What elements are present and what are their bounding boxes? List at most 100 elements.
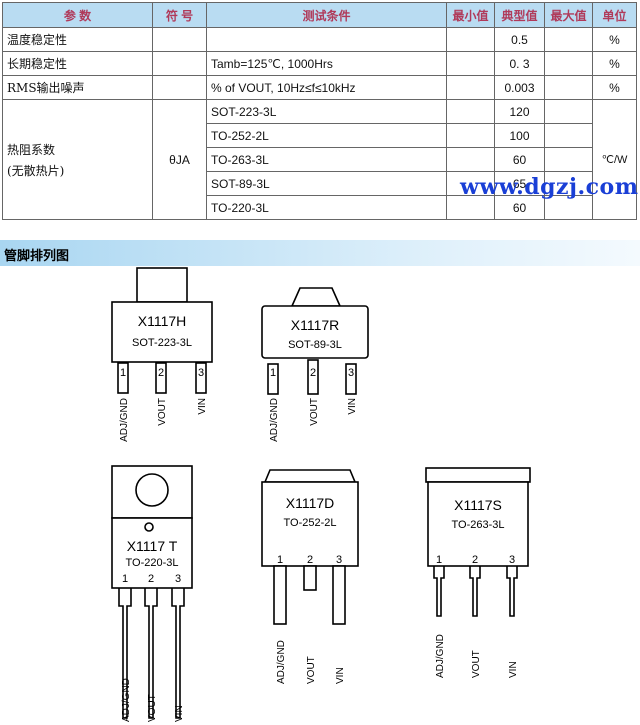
sot223-pin1-number: 1 (120, 367, 126, 379)
pin-diagram: X1117H SOT-223-3L 1 2 3 ADJ/GND VOUT VIN… (111, 267, 531, 722)
table-row-thermal: 热阻系数 (无散热片) θJA SOT-223-3L 120 ℃/W (2, 99, 637, 220)
cell-thermal-param: 热阻系数 (无散热片) (2, 99, 153, 220)
sot89-body (261, 305, 369, 359)
header-condition: 测试条件 (206, 2, 447, 28)
sot89-package (261, 287, 369, 395)
table-row-thermal: TO-263-3L 60 (3, 147, 637, 172)
to220-pin1 (118, 588, 132, 719)
cell-condition: TO-263-3L (206, 147, 447, 172)
sot89-pin1 (267, 363, 279, 395)
to263-tab (425, 467, 531, 483)
to263-pin3-number: 3 (509, 554, 515, 566)
table-row-thermal: SOT-89-3L 65 (3, 171, 637, 196)
table-row-thermal: TO-220-3L 60 (3, 195, 637, 220)
to252-tab (263, 469, 357, 483)
cell-typ: 60 (494, 195, 545, 220)
sot223-pin3 (195, 362, 207, 394)
table-row-thermal: TO-252-2L 100 (3, 123, 637, 148)
cell-unit: % (592, 51, 637, 76)
header-typ: 典型值 (494, 2, 545, 28)
sot223-pin2-number: 2 (158, 367, 164, 379)
sot223-tab (136, 267, 188, 303)
cell-max (544, 51, 593, 76)
to220-pin2-label: VOUT (147, 694, 158, 722)
sot89-tab (290, 287, 342, 307)
sot223-pin2 (155, 362, 167, 394)
cell-param: 长期稳定性 (2, 51, 153, 76)
cell-thermal-unit: ℃/W (592, 99, 637, 220)
to252-pin3 (332, 565, 346, 625)
to220-part-label: X1117 T (127, 538, 178, 554)
to220-pin2-number: 2 (148, 573, 154, 585)
to252-pin1-label: ADJ/GND (276, 640, 287, 684)
cell-max (544, 147, 593, 172)
to263-pin2 (469, 566, 481, 617)
to263-pin1-label: ADJ/GND (435, 634, 446, 678)
cell-typ: 120 (494, 99, 545, 124)
sot223-body (111, 301, 213, 363)
cell-max (544, 99, 593, 124)
cell-min (446, 171, 495, 196)
to252-pin3-label: VIN (335, 667, 346, 684)
to220-package-label: TO-220-3L (126, 557, 179, 569)
to263-pin1 (433, 566, 445, 617)
sot89-part-label: X1117R (291, 317, 340, 333)
to263-body (427, 481, 529, 567)
to263-pin2-label: VOUT (471, 650, 482, 678)
to220-tab (111, 465, 193, 519)
cell-unit: % (592, 27, 637, 52)
to252-package (261, 469, 359, 625)
cell-condition: TO-220-3L (206, 195, 447, 220)
sot223-package (111, 267, 213, 394)
cell-typ: 0.5 (494, 27, 545, 52)
cell-typ: 0. 3 (494, 51, 545, 76)
cell-condition: % of VOUT, 10Hz≤f≤10kHz (206, 75, 447, 100)
cell-param: RMS输出噪声 (2, 75, 153, 100)
cell-max (544, 75, 593, 100)
watermark: www.dgzj.com (460, 174, 639, 200)
sot89-pin2-number: 2 (310, 367, 316, 379)
to252-body (261, 481, 359, 567)
sot89-pin3 (345, 363, 357, 395)
sot89-pin1-number: 1 (270, 367, 276, 379)
cell-typ: 0.003 (494, 75, 545, 100)
to263-package (425, 467, 531, 617)
header-max: 最大值 (544, 2, 593, 28)
to220-pin3 (171, 588, 185, 719)
cell-condition: SOT-89-3L (206, 171, 447, 196)
cell-typ: 60 (494, 147, 545, 172)
to220-pin2 (144, 588, 158, 719)
cell-typ: 100 (494, 123, 545, 148)
cell-min (446, 195, 495, 220)
cell-param: 温度稳定性 (2, 27, 153, 52)
to263-pin3 (506, 566, 518, 617)
to263-pin3-label: VIN (508, 661, 519, 678)
to252-pin2-number: 2 (307, 554, 313, 566)
section-banner: 管脚排列图 (0, 240, 640, 266)
cell-symbol (152, 75, 207, 100)
sot89-package-label: SOT-89-3L (288, 339, 342, 351)
sot223-pin1 (117, 362, 129, 394)
to263-package-label: TO-263-3L (452, 519, 505, 531)
header-min: 最小值 (446, 2, 495, 28)
section-title: 管脚排列图 (4, 248, 70, 263)
cell-condition: SOT-223-3L (206, 99, 447, 124)
to220-pin1-label: ADJ/GND (121, 678, 132, 722)
header-symbol: 符 号 (152, 2, 207, 28)
cell-condition (206, 27, 447, 52)
sot89-pin2 (307, 359, 319, 395)
sot223-pin3-number: 3 (198, 367, 204, 379)
to220-pin3-label: VIN (174, 705, 185, 722)
cell-min (446, 51, 495, 76)
table-row: 长期稳定性 Tamb=125℃, 1000Hrs 0. 3 % (2, 51, 637, 76)
to252-pin3-number: 3 (336, 554, 342, 566)
to252-pin2-label: VOUT (306, 656, 317, 684)
to263-pin1-number: 1 (436, 554, 442, 566)
cell-min (446, 123, 495, 148)
to220-mounting-hole (135, 473, 169, 507)
sot89-pin3-number: 3 (348, 367, 354, 379)
to252-pin1-number: 1 (277, 554, 283, 566)
thermal-param-line1: 热阻系数 (7, 142, 56, 157)
cell-max (544, 27, 593, 52)
cell-symbol (152, 27, 207, 52)
